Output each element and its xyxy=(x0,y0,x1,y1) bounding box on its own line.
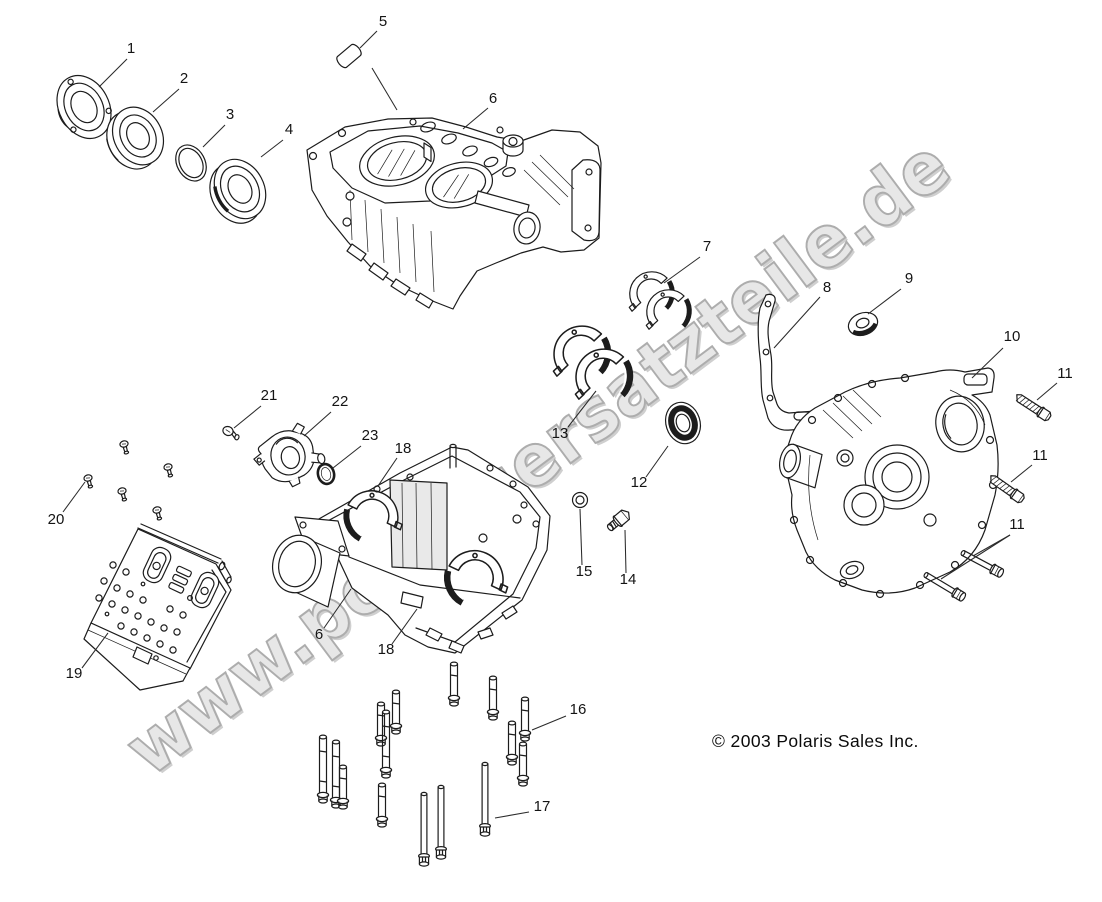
callout-23: 23 xyxy=(362,427,379,444)
part-23-oring xyxy=(316,462,336,486)
part-9-grommet xyxy=(847,311,879,337)
part-6-upper-crankcase xyxy=(306,67,602,310)
part-10-crankcase-cover xyxy=(778,367,999,599)
callout-11a: 11 xyxy=(1057,365,1073,382)
deck-boss xyxy=(502,134,524,157)
callouts: 1 2 3 4 5 6 7 8 9 10 11 11 11 12 13 14 xyxy=(48,13,1073,819)
callout-16: 16 xyxy=(570,701,587,718)
callout-21: 21 xyxy=(261,387,278,404)
callout-6-lower: 6 xyxy=(315,626,323,643)
callout-5: 5 xyxy=(379,13,387,30)
part-1-seal-flanged xyxy=(56,74,112,140)
callout-22: 22 xyxy=(332,393,349,410)
part-22-pump-housing xyxy=(253,422,326,488)
part-20-screws xyxy=(82,439,176,522)
callout-17: 17 xyxy=(534,798,551,815)
callout-8: 8 xyxy=(823,279,831,296)
callout-11c: 11 xyxy=(1009,516,1025,533)
part-21-screw xyxy=(222,425,240,441)
callout-10: 10 xyxy=(1004,328,1021,345)
part-11-thread-bolt-a xyxy=(1012,390,1054,424)
callout-1: 1 xyxy=(127,40,135,57)
callout-20: 20 xyxy=(48,511,65,528)
callout-13: 13 xyxy=(552,425,569,442)
part-2-bearing xyxy=(106,106,165,170)
part-19-baffle-plate xyxy=(83,523,232,691)
callout-12: 12 xyxy=(631,474,648,491)
callout-18b: 18 xyxy=(378,641,395,658)
part-12-seal xyxy=(664,401,702,445)
callout-2: 2 xyxy=(180,70,188,87)
part-16-17-bolts xyxy=(316,661,532,867)
part-15-washer xyxy=(571,491,589,509)
callout-15: 15 xyxy=(576,563,593,580)
callout-3: 3 xyxy=(226,106,234,123)
callout-14: 14 xyxy=(620,571,637,588)
callout-7: 7 xyxy=(703,238,711,255)
callout-19: 19 xyxy=(66,665,83,682)
part-3-washer xyxy=(175,144,207,182)
callout-18a: 18 xyxy=(395,440,412,457)
callout-6-upper: 6 xyxy=(489,90,497,107)
part-5-dowel-pin xyxy=(336,43,362,69)
callout-4: 4 xyxy=(285,121,293,138)
callout-9: 9 xyxy=(905,270,913,287)
lower-case-spigot xyxy=(272,516,350,608)
copyright-text: © 2003 Polaris Sales Inc. xyxy=(712,731,919,751)
part-6-lower-crankcase xyxy=(272,443,551,654)
part-4-seal xyxy=(209,158,267,224)
part-14-plug xyxy=(606,509,630,532)
callout-11b: 11 xyxy=(1032,447,1048,464)
